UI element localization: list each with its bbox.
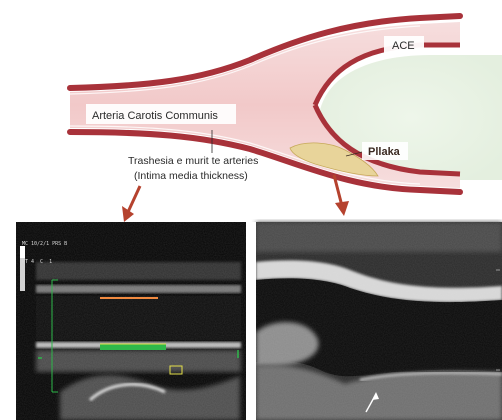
imt-measurement-band — [100, 344, 166, 350]
plaque-label: Pllaka — [368, 146, 400, 158]
arrow-down-icon — [122, 186, 140, 222]
ace-label: ACE — [392, 40, 415, 52]
ultrasound-plaque-panel — [256, 222, 502, 420]
ultrasound-header-line: PT 4 C 1 — [22, 259, 67, 265]
wall-thickness-label: Trashesia e murit te arteries — [128, 155, 258, 167]
ultrasound-header-text: MC 10/2/1 PRS B PT 4 C 1 — [22, 229, 67, 277]
imt-label: (Intima media thickness) — [134, 170, 248, 182]
artery-label: Arteria Carotis Communis — [92, 110, 218, 122]
ultrasound-header-line: MC 10/2/1 PRS B — [22, 241, 67, 247]
